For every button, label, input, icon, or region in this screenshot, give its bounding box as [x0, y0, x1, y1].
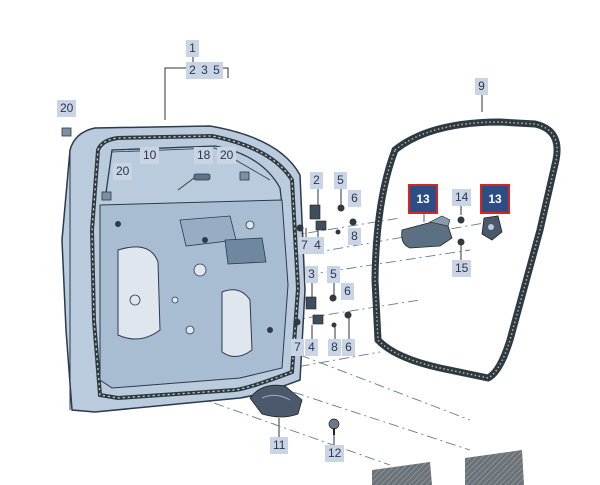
callout-12[interactable]: 12	[325, 445, 345, 462]
callout-5-upper[interactable]: 5	[334, 172, 347, 189]
callout-6-upper[interactable]: 6	[348, 190, 361, 207]
callout-11[interactable]: 11	[270, 437, 289, 454]
callout-15[interactable]: 15	[452, 260, 472, 277]
callout-5[interactable]: 5	[210, 62, 223, 79]
callout-20-b[interactable]: 20	[217, 147, 237, 164]
callout-14[interactable]: 14	[452, 189, 472, 206]
door-shell-icon	[61, 125, 306, 413]
callout-7-upper[interactable]: 7	[298, 237, 311, 254]
lock-mechanism-icon	[401, 214, 453, 249]
callout-4-upper[interactable]: 4	[311, 237, 324, 254]
callout-20-a[interactable]: 20	[57, 100, 77, 117]
callout-6-lower[interactable]: 6	[341, 283, 354, 300]
callout-18[interactable]: 18	[194, 147, 214, 164]
callout-20-c[interactable]: 20	[113, 163, 133, 180]
door-seal-icon	[371, 118, 561, 382]
callout-7-lower[interactable]: 7	[291, 339, 304, 356]
callout-6-lower-b[interactable]: 6	[342, 339, 355, 356]
screw-icon	[457, 216, 465, 224]
callout-2[interactable]: 2	[186, 62, 199, 79]
callout-3-lower[interactable]: 3	[305, 266, 318, 283]
hinge-hardware-upper	[296, 204, 357, 235]
callout-4-lower[interactable]: 4	[305, 339, 318, 356]
striker-icon	[481, 215, 503, 241]
door-handle-icon	[249, 384, 303, 418]
callout-1[interactable]: 1	[186, 40, 199, 57]
callout-3[interactable]: 3	[198, 62, 211, 79]
callout-8-lower[interactable]: 8	[328, 339, 341, 356]
callout-9[interactable]: 9	[475, 78, 488, 95]
callout-2-upper[interactable]: 2	[310, 172, 323, 189]
screw-icon	[457, 238, 465, 246]
callout-8-upper[interactable]: 8	[348, 228, 361, 245]
hinge-hardware-lower	[293, 294, 352, 328]
screw-icon	[328, 418, 340, 435]
sound-pad-icon	[372, 450, 524, 485]
callout-13-striker[interactable]: 13	[480, 184, 510, 214]
callout-10[interactable]: 10	[140, 147, 160, 164]
callout-5-lower[interactable]: 5	[327, 266, 340, 283]
callout-13-lock[interactable]: 13	[408, 184, 438, 214]
